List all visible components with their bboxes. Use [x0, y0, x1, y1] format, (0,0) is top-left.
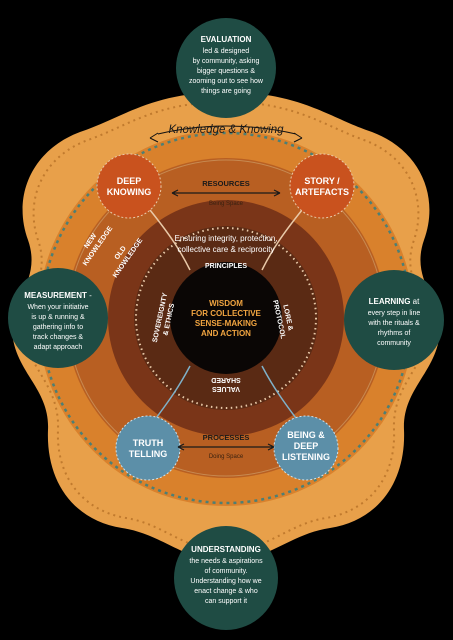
measurement-title-line: MEASUREMENT - [24, 291, 92, 300]
integrity-line-2: collective care & reciprocity [178, 245, 275, 254]
core-dotted-ring [135, 227, 317, 409]
center-line-2: FOR COLLECTIVE [191, 309, 261, 318]
processes-sub: Doing Space [209, 454, 244, 460]
measurement-line-4: track changes & [33, 334, 84, 341]
learning-line-2: with the rituals & [367, 320, 420, 327]
understanding-line-4: enact change & who [194, 588, 258, 595]
evaluation-line-5: things are going [201, 88, 251, 95]
top-label: Knowledge & Knowing [168, 124, 284, 136]
understanding-title: UNDERSTANDING [191, 545, 261, 554]
measurement-circle [8, 268, 108, 368]
evaluation-circle [176, 18, 276, 118]
measurement-line-5: adapt approach [34, 344, 83, 351]
processes-arrow-icon [177, 443, 275, 451]
resources-arrow-icon [171, 189, 281, 197]
arrow-left-icon [149, 132, 159, 143]
learning-circle [344, 270, 444, 370]
resources-label: RESOURCES [202, 179, 250, 188]
evaluation-line-3: bigger questions & [197, 68, 255, 75]
center-line-3: SENSE-MAKING [195, 319, 257, 328]
deep-knowing-line-2: KNOWING [107, 187, 152, 197]
being-line-2: DEEP [294, 441, 319, 451]
deep-knowing-line-1: DEEP [117, 176, 142, 186]
connector-story [261, 209, 303, 271]
truth-node [115, 415, 181, 481]
connector-deep [149, 209, 191, 271]
integrity-line-1: Ensuring integrity, protection, [174, 234, 277, 243]
evaluation-line-2: by community, asking [193, 58, 260, 65]
understanding-line-3: Understanding how we [190, 578, 261, 585]
center-line-4: AND ACTION [201, 329, 251, 338]
measurement-line-3: gathering info to [33, 324, 83, 331]
processes-label: PROCESSES [203, 433, 250, 442]
learning-title: LEARNING [369, 297, 411, 306]
learning-title-suffix: at [410, 297, 420, 306]
shared-values-1: SHARED [211, 376, 241, 383]
deep-knowing-node [96, 153, 162, 219]
story-node [289, 153, 355, 219]
understanding-circle [174, 526, 278, 630]
resources-sub: Being Space [209, 201, 244, 207]
evaluation-line-4: zooming out to see how [189, 78, 264, 85]
principles-label: PRINCIPLES [205, 263, 247, 270]
understanding-line-5: can support it [205, 598, 247, 605]
arrow-right-icon [293, 132, 303, 143]
being-line-1: BEING & [287, 430, 325, 440]
being-node [273, 415, 339, 481]
shared-values-2: VALUES [212, 385, 240, 392]
blob-dotted-border [22, 100, 430, 554]
measurement-line-1: When your initiative [27, 304, 88, 311]
learning-line-4: community [377, 340, 411, 347]
center-circle [170, 262, 282, 374]
being-line-3: LISTENING [282, 452, 330, 462]
learning-title-line: LEARNING at [369, 297, 420, 306]
knowledge-arc [157, 125, 297, 135]
truth-line-1: TRUTH [133, 438, 164, 448]
center-line-1: WISDOM [209, 299, 243, 308]
measurement-title: MEASUREMENT [24, 291, 87, 300]
learning-line-1: every step in line [368, 310, 421, 317]
understanding-line-2: of community. [204, 568, 247, 575]
understanding-line-1: the needs & aspirations [189, 558, 263, 565]
learning-line-3: rhythms of [378, 330, 411, 337]
story-line-1: STORY / [304, 176, 340, 186]
evaluation-line-1: led & designed [203, 48, 249, 55]
truth-line-2: TELLING [129, 449, 168, 459]
evaluation-title: EVALUATION [201, 35, 252, 44]
measurement-title-suffix: - [87, 291, 92, 300]
story-line-2: ARTEFACTS [295, 187, 349, 197]
measurement-line-2: is up & running & [31, 314, 85, 321]
